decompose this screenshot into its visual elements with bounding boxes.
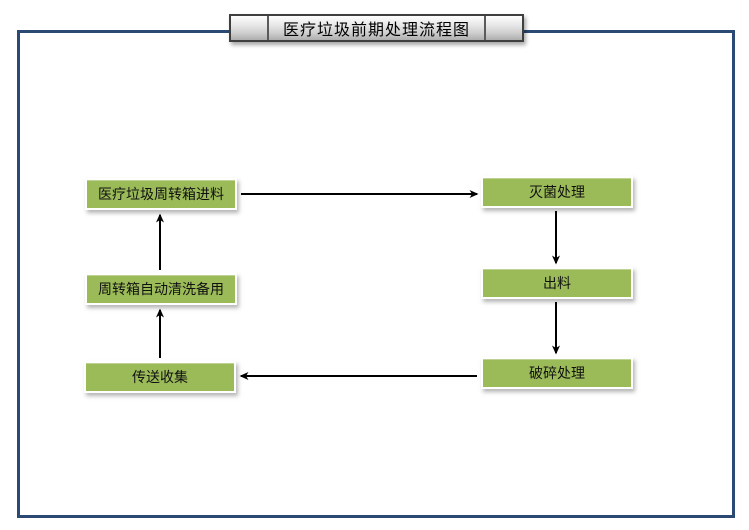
title-bar-divider-left <box>267 16 269 40</box>
title-bar-divider-right <box>484 16 486 40</box>
diagram-title: 医疗垃圾前期处理流程图 <box>282 20 470 39</box>
node-medical-waste-box-feed: 医疗垃圾周转箱进料 <box>85 178 237 210</box>
node-discharge: 出料 <box>481 267 633 299</box>
title-bar-right-segment <box>486 16 522 40</box>
node-transport-collection: 传送收集 <box>84 361 236 393</box>
title-bar: 医疗垃圾前期处理流程图 <box>229 14 524 42</box>
node-sterilization: 灭菌处理 <box>481 176 633 208</box>
node-crushing: 破碎处理 <box>481 357 633 389</box>
title-bar-left-segment <box>231 16 267 40</box>
node-auto-clean-standby: 周转箱自动清洗备用 <box>85 273 237 305</box>
